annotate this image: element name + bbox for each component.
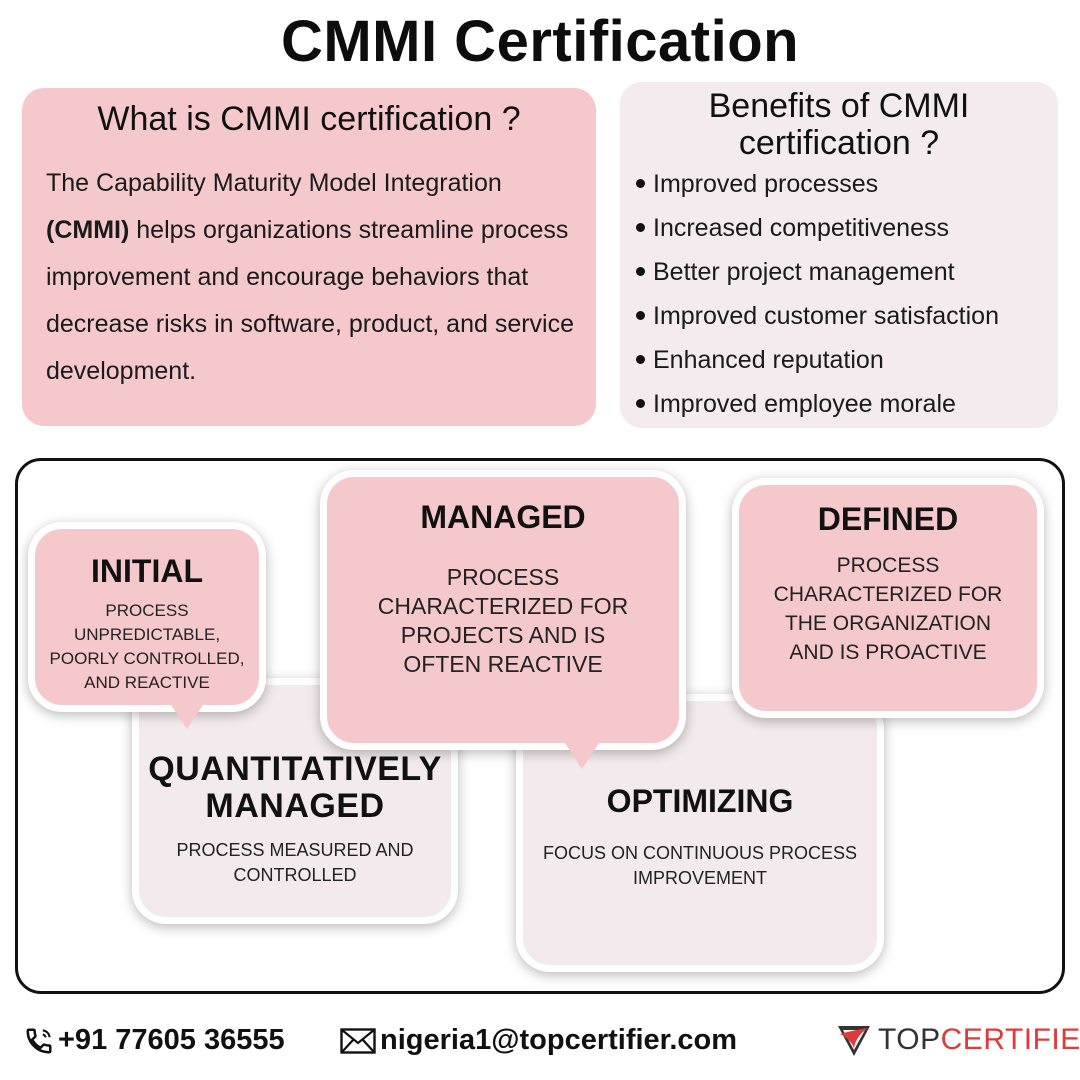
defined-desc: PROCESS CHARACTERIZED FOR THE ORGANIZATI… bbox=[773, 554, 1003, 664]
what-is-cmmi-card: What is CMMI certification ? The Capabil… bbox=[22, 88, 596, 426]
bullet-icon bbox=[636, 267, 645, 277]
envelope-icon bbox=[340, 1027, 376, 1054]
defined-title: DEFINED bbox=[817, 501, 959, 537]
logo-top-text: TOP bbox=[878, 1023, 941, 1056]
bullet-icon bbox=[636, 223, 645, 233]
initial-desc: PROCESS UNPREDICTABLE, POORLY CONTROLLED… bbox=[49, 601, 245, 692]
managed-desc: PROCESS CHARACTERIZED FOR PROJECTS AND I… bbox=[377, 564, 629, 677]
bullet-icon bbox=[636, 179, 645, 189]
what-text-end: helps organizations streamline process i… bbox=[46, 216, 575, 385]
shield-logo-icon bbox=[838, 1026, 870, 1056]
maturity-levels-frame bbox=[15, 458, 1065, 994]
optimizing-title: OPTIMIZING bbox=[606, 783, 794, 819]
quantitatively-managed-desc: PROCESS MEASURED AND CONTROLLED bbox=[176, 840, 414, 885]
bullet-icon bbox=[636, 355, 645, 365]
what-is-cmmi-text: The Capability Maturity Model Integratio… bbox=[46, 160, 576, 395]
what-text-bold: (CMMI) bbox=[46, 216, 130, 244]
managed-bubble: MANAGED PROCESS CHARACTERIZED FOR PROJEC… bbox=[320, 470, 686, 769]
logo-certifier-text: CERTIFIER bbox=[940, 1023, 1080, 1056]
bullet-icon bbox=[636, 399, 645, 409]
phone-contact[interactable]: +91 77605 36555 bbox=[24, 1024, 285, 1057]
benefit-item: Better project management bbox=[632, 250, 999, 294]
initial-bubble: INITIAL PROCESS UNPREDICTABLE, POORLY CO… bbox=[28, 522, 266, 729]
bubble-tail bbox=[565, 743, 599, 769]
what-text-start: The Capability Maturity Model Integratio… bbox=[46, 169, 502, 197]
phone-icon bbox=[26, 1028, 52, 1054]
benefit-item: Increased competitiveness bbox=[632, 206, 999, 250]
page-title: CMMI Certification bbox=[280, 9, 800, 74]
benefit-item: Improved customer satisfaction bbox=[632, 294, 999, 338]
topcertifier-logo: TOPCERTIFIER bbox=[834, 1020, 1080, 1060]
benefit-item: Improved employee morale bbox=[632, 382, 999, 426]
initial-title: INITIAL bbox=[91, 553, 203, 589]
benefit-item: Enhanced reputation bbox=[632, 338, 999, 382]
managed-title: MANAGED bbox=[420, 499, 586, 535]
defined-bubble: DEFINED PROCESS CHARACTERIZED FOR THE OR… bbox=[732, 478, 1044, 718]
what-is-cmmi-heading: What is CMMI certification ? bbox=[97, 100, 521, 138]
bubble-tail bbox=[171, 705, 203, 729]
benefits-card: Benefits of CMMI certification ? Improve… bbox=[620, 82, 1058, 428]
optimizing-desc: FOCUS ON CONTINUOUS PROCESS IMPROVEMENT bbox=[542, 843, 858, 888]
email-contact[interactable]: nigeria1@topcertifier.com bbox=[340, 1024, 737, 1057]
benefits-list: Improved processes Increased competitive… bbox=[632, 162, 999, 426]
bullet-icon bbox=[636, 311, 645, 321]
logo-text: TOPCERTIFIER bbox=[878, 1023, 1080, 1057]
benefit-item: Improved processes bbox=[632, 162, 999, 206]
benefits-heading: Benefits of CMMI certification ? bbox=[708, 87, 970, 162]
quantitatively-managed-title: QUANTITATIVELY MANAGED bbox=[148, 750, 442, 825]
phone-number: +91 77605 36555 bbox=[58, 1024, 285, 1056]
email-address: nigeria1@topcertifier.com bbox=[380, 1024, 738, 1056]
